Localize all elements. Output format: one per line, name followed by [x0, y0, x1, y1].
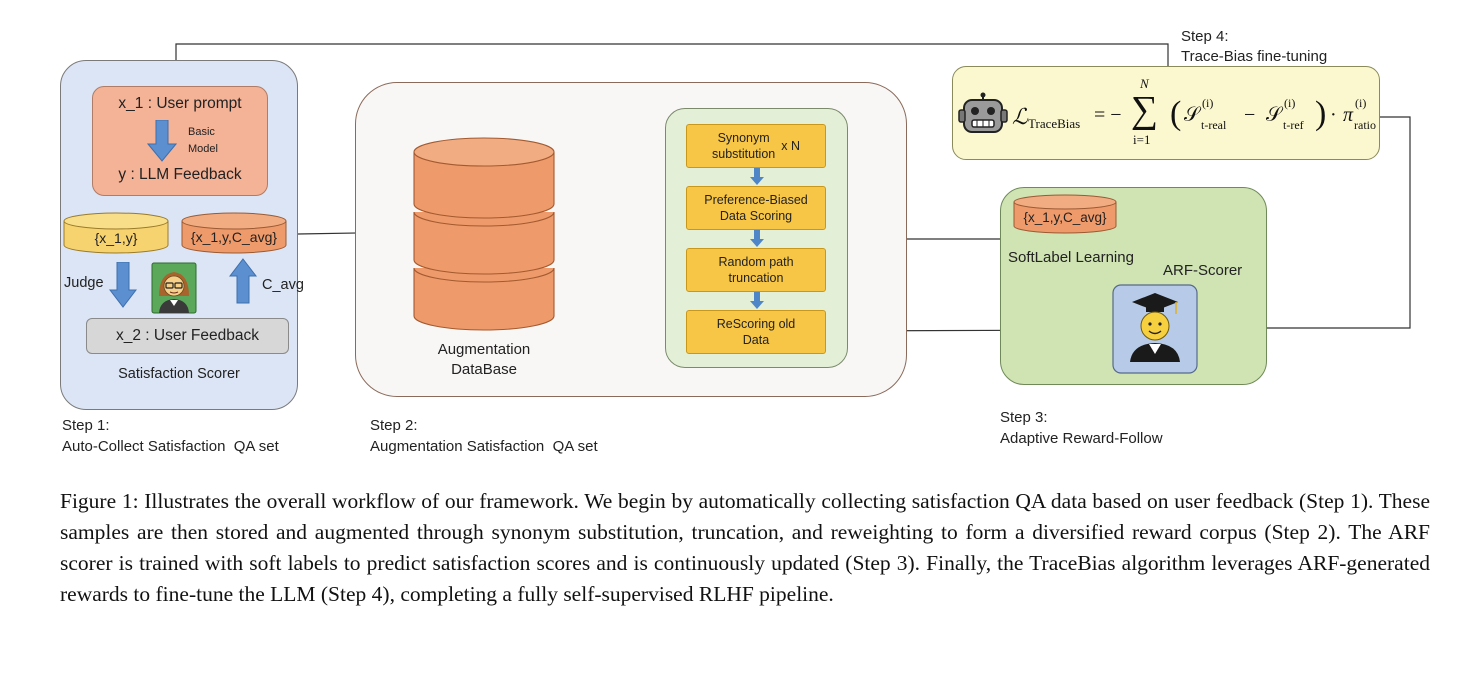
- pi-symbol: π: [1343, 104, 1354, 126]
- synonym-substitution-box: Synonym substitution x N: [686, 124, 826, 168]
- prompt-box: [92, 86, 268, 196]
- loss-symbol: ℒ: [1012, 104, 1028, 129]
- sum-bottom: i=1: [1133, 132, 1151, 147]
- arf-scorer-label: ARF-Scorer: [1163, 262, 1243, 279]
- truncation-line2: truncation: [728, 271, 784, 285]
- softlabel-learning-label: SoftLabel Learning: [1008, 249, 1134, 266]
- cavg-up-arrow-icon: [229, 258, 257, 304]
- model-label-line2: Model: [188, 143, 218, 155]
- db-right-label: {x_1,y,C_avg}: [190, 229, 278, 245]
- sum-top: N: [1140, 76, 1149, 91]
- database-label-line1: Augmentation: [437, 341, 531, 358]
- cavg-label: C_avg: [262, 277, 304, 293]
- feedback-text: y : LLM Feedback: [118, 166, 242, 183]
- truncation-line1: Random path: [718, 255, 794, 269]
- scored-database-icon: [181, 212, 287, 254]
- scorer-to-step4-line: [1198, 116, 1411, 329]
- model-label-line1: Basic: [188, 126, 215, 138]
- robot-icon: [958, 92, 1008, 133]
- db-left-label: {x_1,y}: [94, 230, 138, 246]
- step3-db-label: {x_1,y,C_avg}: [1023, 210, 1107, 225]
- judge-down-arrow-icon: [109, 262, 137, 308]
- rescoring-line1: ReScoring old: [716, 317, 796, 331]
- judge-label: Judge: [64, 275, 104, 291]
- step3-database-icon: [1013, 194, 1117, 234]
- graduate-scorer-icon: [1112, 284, 1198, 374]
- step4-title: Step 4:: [1181, 28, 1229, 45]
- rescoring-old-data-box: ReScoring old Data: [686, 310, 826, 354]
- figure-caption: Figure 1: Illustrates the overall workfl…: [60, 489, 1430, 606]
- pi-sup: (i): [1355, 96, 1367, 110]
- pi-sub: ratio: [1354, 118, 1376, 132]
- prompt-text: x_1 : User prompt: [118, 95, 242, 112]
- preference-line2: Data Scoring: [719, 209, 793, 223]
- synonym-line2: substitution: [712, 147, 776, 161]
- s-ref-sub: t-ref: [1283, 118, 1304, 132]
- qa-database-icon: [63, 212, 169, 254]
- random-path-truncation-box: Random path truncation: [686, 248, 826, 292]
- synonym-multiplier: x N: [781, 139, 800, 153]
- pipeline-arrow-2-icon: [750, 230, 764, 247]
- s-minus: −: [1244, 104, 1256, 126]
- s-real-sup: (i): [1202, 96, 1214, 110]
- loss-subscript: TraceBias: [1028, 116, 1081, 131]
- step4-description: Trace-Bias fine-tuning: [1181, 48, 1328, 65]
- user-feedback-text: x_2 : User Feedback: [115, 327, 259, 344]
- s-ref-symbol: 𝒮: [1266, 104, 1282, 126]
- preference-biased-scoring-box: Preference-Biased Data Scoring: [686, 186, 826, 230]
- left-paren: (: [1170, 95, 1182, 132]
- step4-loss-panel: [952, 66, 1380, 160]
- user-avatar-icon: [151, 262, 197, 314]
- right-paren: ): [1315, 95, 1327, 132]
- pipeline-arrow-1-icon: [750, 168, 764, 185]
- down-arrow-icon: [147, 120, 177, 162]
- step1-description: Auto-Collect Satisfaction QA set: [62, 438, 279, 455]
- step2-description: Augmentation Satisfaction QA set: [370, 438, 598, 455]
- loss-equals: = −: [1094, 104, 1122, 126]
- rescoring-line2: Data: [742, 333, 770, 347]
- loss-formula: ℒ TraceBias = − N ∑ i=1 ( 𝒮 (i) t-real −…: [1012, 76, 1380, 152]
- synonym-line1: Synonym: [717, 131, 770, 145]
- s-ref-sup: (i): [1284, 96, 1296, 110]
- satisfaction-scorer-label: Satisfaction Scorer: [118, 366, 240, 382]
- step2-title: Step 2:: [370, 417, 418, 434]
- step3-description: Adaptive Reward-Follow: [1000, 430, 1163, 447]
- database-label-line2: DataBase: [451, 361, 517, 378]
- pipeline-arrow-3-icon: [750, 292, 764, 309]
- preference-line1: Preference-Biased: [704, 193, 808, 207]
- s-real-sub: t-real: [1201, 118, 1227, 132]
- user-feedback-box: x_2 : User Feedback: [86, 318, 289, 354]
- sum-symbol: ∑: [1131, 89, 1159, 131]
- augmentation-database-icon: [413, 137, 555, 331]
- dot-operator: ·: [1330, 104, 1337, 126]
- step3-title: Step 3:: [1000, 409, 1048, 426]
- step1-title: Step 1:: [62, 417, 110, 434]
- s-real-symbol: 𝒮: [1184, 104, 1200, 126]
